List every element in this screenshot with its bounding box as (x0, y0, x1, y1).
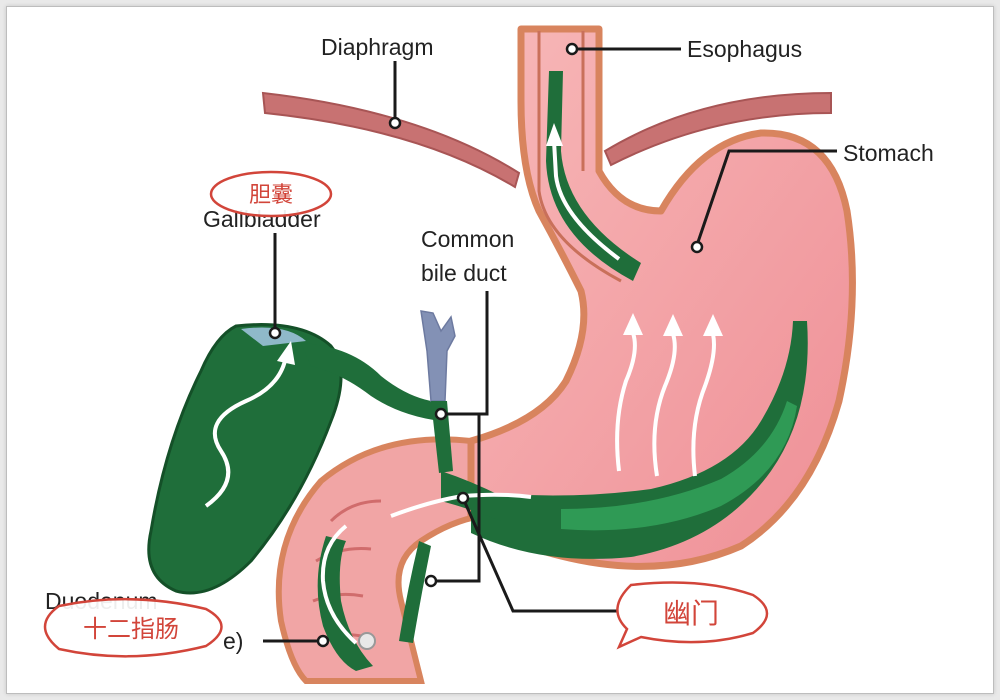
callout-duodenum: 十二指肠 (43, 597, 223, 658)
label-esophagus: Esophagus (687, 36, 802, 62)
stomach-arrow-3 (691, 333, 716, 477)
label-common-bile-duct-2: bile duct (421, 260, 507, 286)
duodenum-bile (317, 536, 373, 671)
stomach-arrow-2 (652, 333, 677, 477)
gallbladder-arrow (204, 355, 288, 508)
stomach-arrow-3-head (703, 314, 723, 336)
callout-duodenum-text: 十二指肠 (83, 615, 179, 643)
diagram-frame: Diaphragm Esophagus Stomach Gallbladder … (6, 6, 994, 694)
gallbladder-arrow-head (277, 341, 295, 365)
anatomy-diagram: Diaphragm Esophagus Stomach Gallbladder … (43, 25, 934, 684)
common-bile-duct (431, 401, 453, 473)
pointer-dots (268, 42, 704, 648)
bile-duct-lower (399, 541, 431, 643)
esophagus-arrow (552, 140, 621, 261)
callout-gallbladder: 胆囊 (209, 170, 333, 218)
label-diaphragm: Diaphragm (321, 34, 434, 60)
esophagus-bile (546, 71, 641, 281)
hepatic-duct (420, 310, 456, 402)
stomach-arrow-2-head (663, 314, 683, 336)
stomach-arrow-1-head (623, 313, 643, 335)
diaphragm-right (603, 91, 832, 167)
label-stomach: Stomach (843, 140, 934, 166)
esophagus-wall (537, 31, 622, 283)
stomach-bile-pool-light (561, 401, 797, 531)
papilla (358, 632, 376, 650)
esophagus-arrow-head (546, 123, 563, 146)
callout-gallbladder-text: 胆囊 (249, 183, 293, 208)
callout-pylorus-text: 幽门 (663, 597, 719, 630)
label-duodenum-suffix: e) (223, 628, 243, 654)
cystic-duct (301, 343, 441, 421)
stomach-arrow-1 (615, 332, 637, 472)
diaphragm-left (261, 91, 521, 189)
pointer-lines (263, 47, 837, 643)
callout-pylorus: 幽门 (616, 581, 769, 650)
duodenum-arrow (320, 524, 358, 645)
label-common-bile-duct-1: Common (421, 226, 514, 252)
